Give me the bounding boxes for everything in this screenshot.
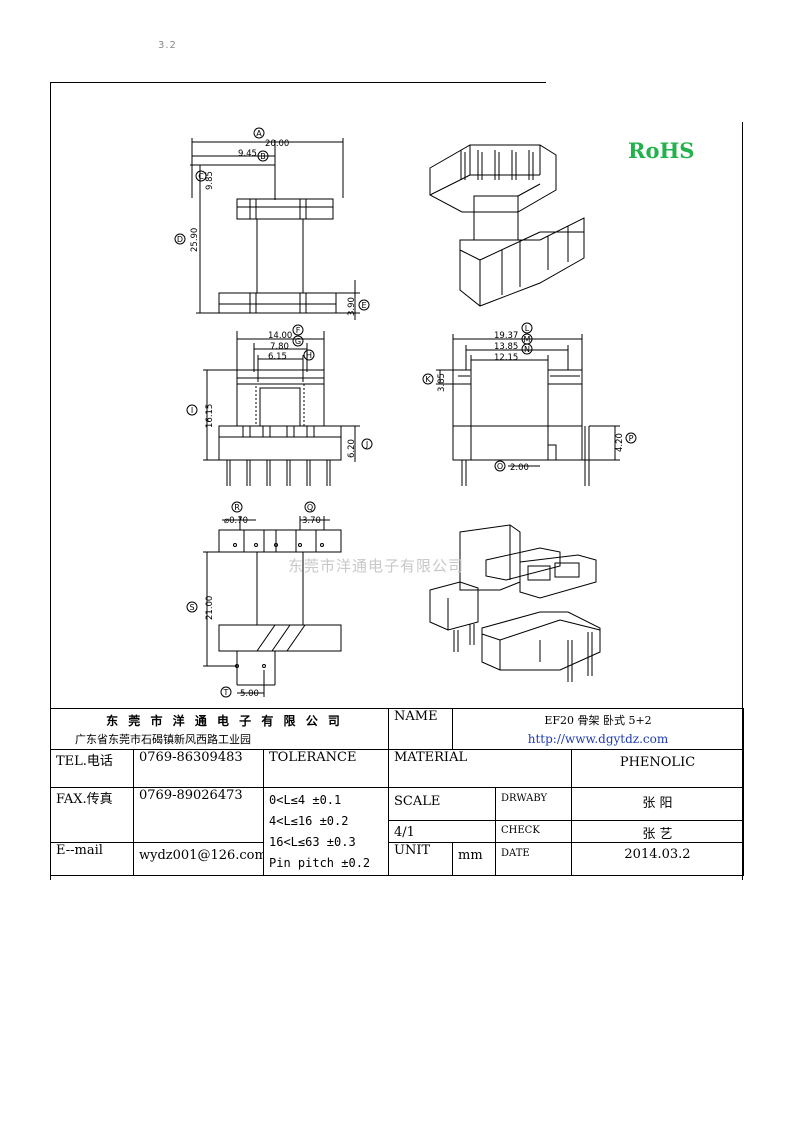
callout-k: K (425, 375, 431, 384)
dim-19-37: 19.37 (494, 331, 518, 341)
company-cell: 东 莞 市 洋 通 电 子 有 限 公 司 广东省东莞市石碣镇新风西路工业园 (50, 708, 389, 750)
fax-value: 0769-89026473 (133, 787, 264, 843)
company-address: 广东省东莞市石碣镇新风西路工业园 (75, 733, 251, 746)
callout-d: D (177, 235, 183, 244)
isometric-view-bottom (429, 524, 601, 682)
tolerance-line-2: 4<L≤16 ±0.2 (269, 814, 349, 828)
dim-13-85: 13.85 (494, 342, 518, 352)
callout-t: T (223, 688, 229, 697)
rohs-label: RoHS (628, 138, 695, 163)
date-label: DATE (495, 842, 572, 876)
dim-20-00: 20.00 (265, 139, 289, 149)
dim-0-70: ⌀0.70 (224, 516, 248, 526)
dim-21-00: 21.00 (205, 596, 215, 620)
tolerance-line-3: 16<L≤63 ±0.3 (269, 835, 356, 849)
scale-label: SCALE (388, 787, 496, 821)
top-view (203, 516, 342, 697)
tel-value: 0769-86309483 (133, 749, 264, 788)
drawn-by-value: 张 阳 (571, 787, 744, 821)
frame-top-border (50, 82, 546, 83)
name-cell: EF20 骨架 卧式 5+2 http://www.dgytdz.com (452, 708, 744, 750)
title-block: 东 莞 市 洋 通 电 子 有 限 公 司 广东省东莞市石碣镇新风西路工业园 N… (50, 708, 744, 876)
isometric-view-top (429, 144, 585, 307)
dim-16-15: 16.15 (205, 404, 215, 428)
name-label: NAME (388, 708, 453, 750)
callout-q: Q (307, 503, 313, 512)
date-value: 2014.03.2 (571, 842, 744, 876)
material-value: PHENOLIC (571, 749, 744, 788)
dim-25-90: 25.90 (190, 228, 200, 252)
tolerance-line-4: Pin pitch ±0.2 (269, 856, 371, 870)
side-view (203, 331, 360, 486)
dim-3-70: 3.70 (302, 516, 321, 526)
dim-14-00: 14.00 (268, 331, 292, 341)
check-value: 张 艺 (571, 820, 744, 843)
dim-3-90: 3.90 (347, 297, 357, 316)
frame-left-border (50, 82, 51, 880)
corner-mark: 3.2 (158, 40, 177, 51)
callout-r: R (234, 503, 240, 512)
side-view-right (436, 334, 620, 486)
callout-j: J (365, 440, 368, 449)
callout-a: A (256, 129, 262, 138)
drawn-by-label: DRWABY (495, 787, 572, 821)
dim-12-15: 12.15 (494, 353, 518, 363)
dim-6-20: 6.20 (347, 439, 357, 458)
email-label: E--mail (50, 842, 134, 876)
name-value: EF20 骨架 卧式 5+2 (544, 714, 652, 727)
callout-p: P (629, 434, 634, 443)
material-label: MATERIAL (388, 749, 572, 788)
company-name: 东 莞 市 洋 通 电 子 有 限 公 司 (106, 714, 343, 728)
fax-label: FAX.传真 (50, 787, 134, 843)
dim-3-85: 3.85 (437, 373, 447, 392)
website-link[interactable]: http://www.dgytdz.com (527, 732, 669, 746)
callout-h: H (306, 351, 312, 360)
callout-m: M (524, 335, 531, 344)
tolerance-cell: 0<L≤4 ±0.1 4<L≤16 ±0.2 16<L≤63 ±0.3 Pin … (263, 787, 389, 876)
callout-g: G (295, 337, 301, 346)
callout-n: N (524, 345, 530, 354)
callout-l: L (525, 324, 530, 333)
dim-9-45: 9.45 (238, 149, 257, 159)
callout-e: E (361, 301, 366, 310)
callout-o: O (497, 462, 503, 471)
dim-6-15: 6.15 (268, 352, 287, 362)
dim-7-80: 7.80 (270, 342, 289, 352)
dim-5-00: 5.00 (240, 689, 259, 699)
watermark: 东莞市洋通电子有限公司 (288, 557, 465, 575)
check-label: CHECK (495, 820, 572, 843)
callout-c: C (198, 172, 204, 181)
dim-2-00: 2.00 (510, 463, 529, 473)
tel-label: TEL.电话 (50, 749, 134, 788)
front-view (190, 138, 360, 320)
callout-f: F (296, 326, 301, 335)
callout-i: I (191, 406, 193, 415)
dim-9-85: 9.85 (205, 171, 215, 190)
frame-right-border (742, 122, 743, 880)
callout-b: B (260, 152, 266, 161)
technical-drawing: 20.00 9.45 9.85 25.90 3.90 A B C D E (51, 83, 742, 708)
tolerance-line-1: 0<L≤4 ±0.1 (269, 793, 342, 807)
email-value: wydz001@126.com (133, 842, 264, 876)
unit-label: UNIT (388, 842, 453, 876)
tolerance-label: TOLERANCE (263, 749, 389, 788)
scale-value: 4/1 (388, 820, 496, 843)
callout-s: S (189, 603, 194, 612)
dim-4-20: 4.20 (615, 433, 625, 452)
unit-value: mm (452, 842, 496, 876)
